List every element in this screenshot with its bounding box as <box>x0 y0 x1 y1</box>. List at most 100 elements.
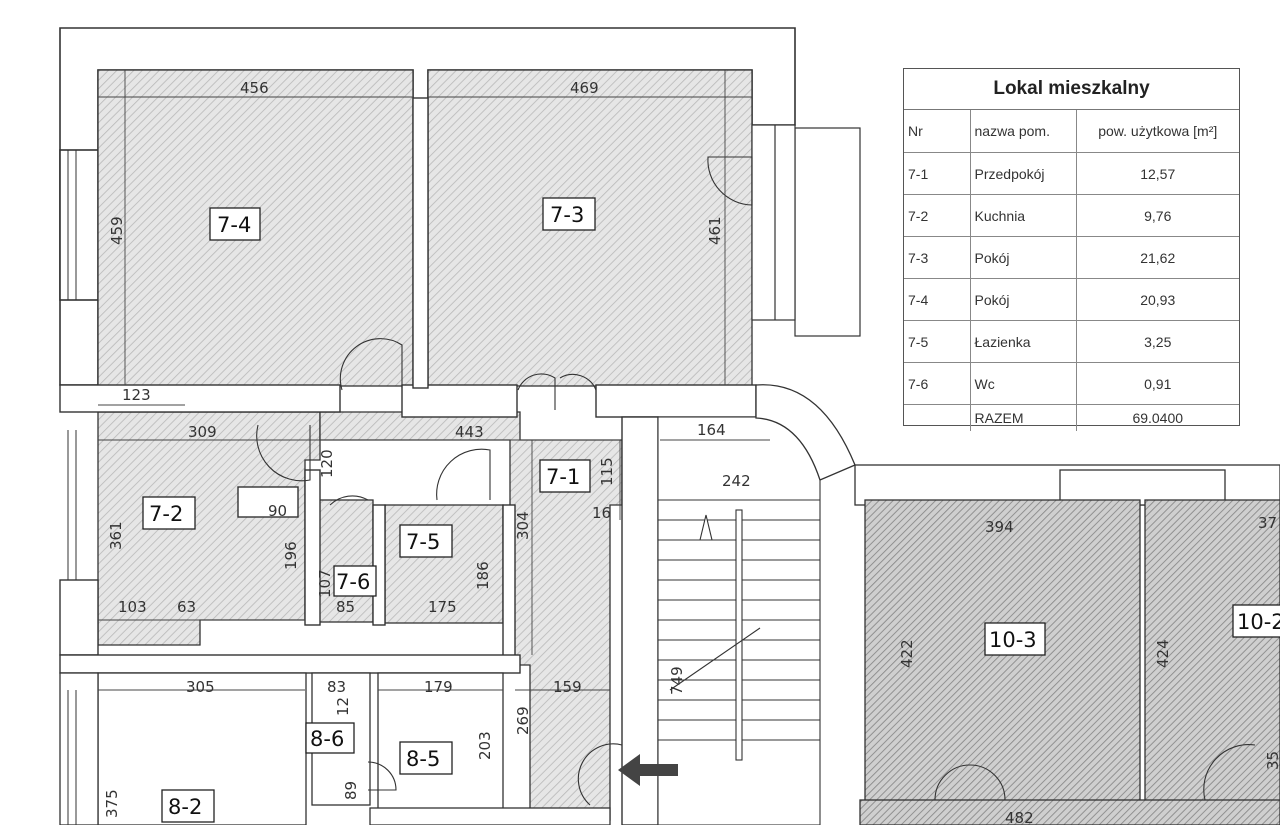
room-label-8-2: 8-2 <box>161 789 215 823</box>
legend-row-nr: 7-4 <box>904 278 971 321</box>
legend-row-nr: 7-3 <box>904 236 971 279</box>
legend-row-name: Pokój <box>969 236 1077 279</box>
legend-header-row: Nr nazwa pom. pow. użytkowa [m²] <box>904 110 1239 153</box>
legend-row-nr: 7-5 <box>904 320 971 363</box>
balcony <box>751 124 861 337</box>
dim-107: 107 <box>316 569 334 598</box>
dim-456: 456 <box>240 79 269 97</box>
svg-text:7-4: 7-4 <box>217 213 251 237</box>
svg-text:7-3: 7-3 <box>550 203 584 227</box>
dim-242: 242 <box>722 472 751 490</box>
legend-total-area: 69.0400 <box>1075 404 1239 431</box>
room-label-10-2: 10-2 <box>1232 604 1280 638</box>
dim-103: 103 <box>118 598 147 616</box>
dim-186: 186 <box>474 561 492 590</box>
legend-row: 7-1 Przedpokój 12,57 <box>904 152 1239 195</box>
legend-row-name: Wc <box>969 362 1077 405</box>
legend-row: 7-5 Łazienka 3,25 <box>904 320 1239 363</box>
legend-row: 7-6 Wc 0,91 <box>904 362 1239 405</box>
dim-179: 179 <box>424 678 453 696</box>
legend-row-name: Przedpokój <box>969 152 1077 195</box>
dim-16: 16 <box>592 504 611 522</box>
room-label-7-3: 7-3 <box>542 197 596 231</box>
dim-175: 175 <box>428 598 457 616</box>
dim-309: 309 <box>188 423 217 441</box>
dim-461: 461 <box>706 216 724 245</box>
dim-375: 375 <box>103 789 121 818</box>
legend-row-area: 21,62 <box>1075 236 1239 279</box>
dim-203: 203 <box>476 731 494 760</box>
dim-115: 115 <box>598 457 616 486</box>
room-label-7-1: 7-1 <box>539 459 591 493</box>
dim-422: 422 <box>898 639 916 668</box>
room-label-7-4: 7-4 <box>209 207 261 241</box>
room-label-8-6: 8-6 <box>305 722 355 754</box>
windows <box>67 150 77 825</box>
dim-459: 459 <box>108 216 126 245</box>
entrance-arrow-icon <box>618 754 678 786</box>
room-label-7-2: 7-2 <box>142 496 196 530</box>
legend-row-name: Kuchnia <box>969 194 1077 237</box>
dim-35: 35 <box>1264 751 1280 770</box>
apartment-10 <box>854 464 1280 825</box>
dim-12: 12 <box>334 697 352 716</box>
room-7-6-floor <box>317 499 374 623</box>
room-labels: 7-4 7-3 7-2 7-1 7-5 7-6 8-6 8-5 8-2 10-3… <box>142 197 1280 823</box>
dim-482: 482 <box>1005 809 1034 825</box>
legend-row: 7-4 Pokój 20,93 <box>904 278 1239 321</box>
legend-title: Lokal mieszkalny <box>904 69 1239 110</box>
room-label-10-3: 10-3 <box>984 622 1046 656</box>
legend-total-empty <box>904 404 971 431</box>
dim-90: 90 <box>268 502 287 520</box>
legend-col-area: pow. użytkowa [m²] <box>1075 110 1239 153</box>
legend-row-area: 20,93 <box>1075 278 1239 321</box>
dimension-lines <box>98 70 770 691</box>
legend-row: 7-3 Pokój 21,62 <box>904 236 1239 279</box>
dimension-labels: 456 469 459 461 123 309 443 120 164 115 … <box>103 79 1280 825</box>
legend-col-name: nazwa pom. <box>969 110 1077 153</box>
svg-text:7-1: 7-1 <box>546 465 580 489</box>
dim-120: 120 <box>318 449 336 478</box>
dim-749: 749 <box>668 666 686 695</box>
legend-row-nr: 7-1 <box>904 152 971 195</box>
legend-total-row: RAZEM 69.0400 <box>904 404 1239 431</box>
svg-text:10-2: 10-2 <box>1237 610 1280 634</box>
legend-row-nr: 7-2 <box>904 194 971 237</box>
svg-text:8-5: 8-5 <box>406 747 440 771</box>
legend-row-area: 12,57 <box>1075 152 1239 195</box>
dim-123: 123 <box>122 386 151 404</box>
svg-text:8-2: 8-2 <box>168 795 202 819</box>
dim-83: 83 <box>327 678 346 696</box>
room-label-7-5: 7-5 <box>399 524 453 558</box>
dim-196: 196 <box>282 541 300 570</box>
legend-col-nr: Nr <box>904 110 971 153</box>
legend-row-name: Pokój <box>969 278 1077 321</box>
svg-text:8-6: 8-6 <box>310 727 344 751</box>
svg-text:10-3: 10-3 <box>989 628 1037 652</box>
legend-row: 7-2 Kuchnia 9,76 <box>904 194 1239 237</box>
dim-304: 304 <box>514 511 532 540</box>
dim-89: 89 <box>342 781 360 800</box>
dim-63: 63 <box>177 598 196 616</box>
room-label-7-6: 7-6 <box>333 565 377 597</box>
dim-37: 37 <box>1258 514 1277 532</box>
legend-row-area: 9,76 <box>1075 194 1239 237</box>
legend-row-area: 3,25 <box>1075 320 1239 363</box>
dim-269: 269 <box>514 706 532 735</box>
staircase <box>657 416 821 825</box>
dim-159: 159 <box>553 678 582 696</box>
legend-total-label: RAZEM <box>969 404 1077 431</box>
legend-table: Nr nazwa pom. pow. użytkowa [m²] 7-1 Prz… <box>904 110 1239 431</box>
svg-text:7-6: 7-6 <box>336 570 370 594</box>
svg-text:7-2: 7-2 <box>149 502 183 526</box>
dim-394: 394 <box>985 518 1014 536</box>
dim-85: 85 <box>336 598 355 616</box>
legend-row-nr: 7-6 <box>904 362 971 405</box>
interior-walls <box>59 97 757 825</box>
dim-424: 424 <box>1154 639 1172 668</box>
dim-305: 305 <box>186 678 215 696</box>
dim-443: 443 <box>455 423 484 441</box>
dim-164: 164 <box>697 421 726 439</box>
room-area-legend: Lokal mieszkalny Nr nazwa pom. pow. użyt… <box>903 68 1240 431</box>
